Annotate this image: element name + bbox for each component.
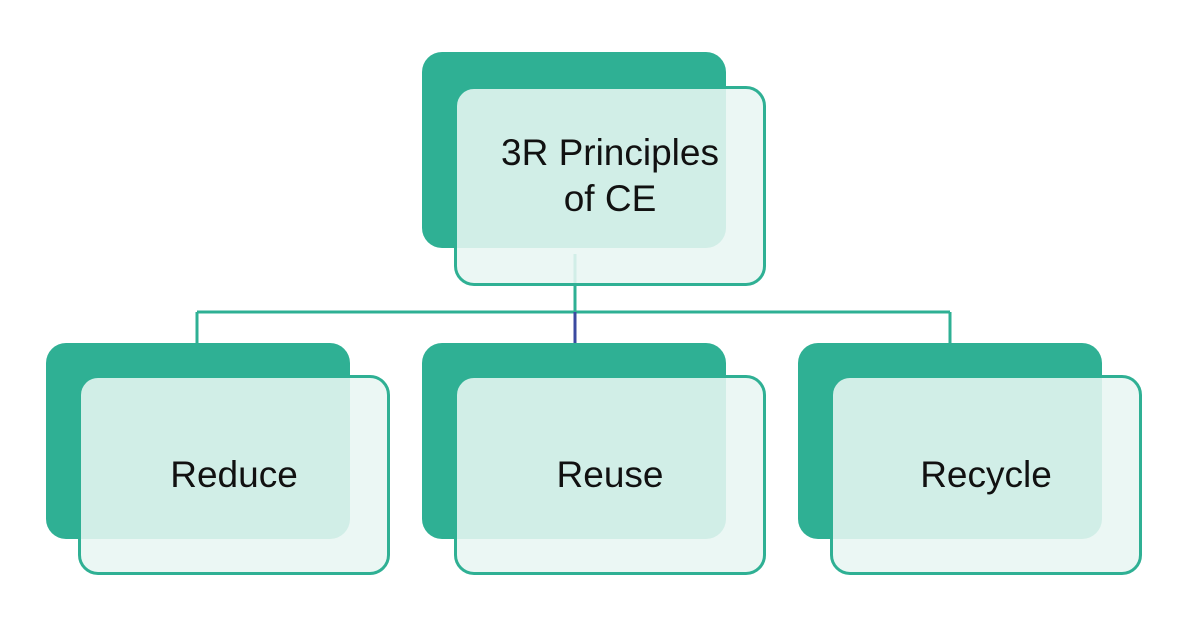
root-node: 3R Principles of CE [422, 52, 766, 286]
child-node-box: Reuse [454, 375, 766, 575]
child-node-recycle: Recycle [798, 343, 1142, 575]
child-node-box: Reduce [78, 375, 390, 575]
root-node-label: 3R Principles of CE [501, 131, 719, 219]
child-node-reuse: Reuse [422, 343, 766, 575]
child-node-label-reduce: Reduce [170, 453, 298, 495]
child-node-label-reuse: Reuse [556, 453, 664, 495]
root-node-box: 3R Principles of CE [454, 86, 766, 286]
child-node-label-recycle: Recycle [920, 453, 1052, 495]
child-node-reduce: Reduce [46, 343, 390, 575]
child-node-box: Recycle [830, 375, 1142, 575]
